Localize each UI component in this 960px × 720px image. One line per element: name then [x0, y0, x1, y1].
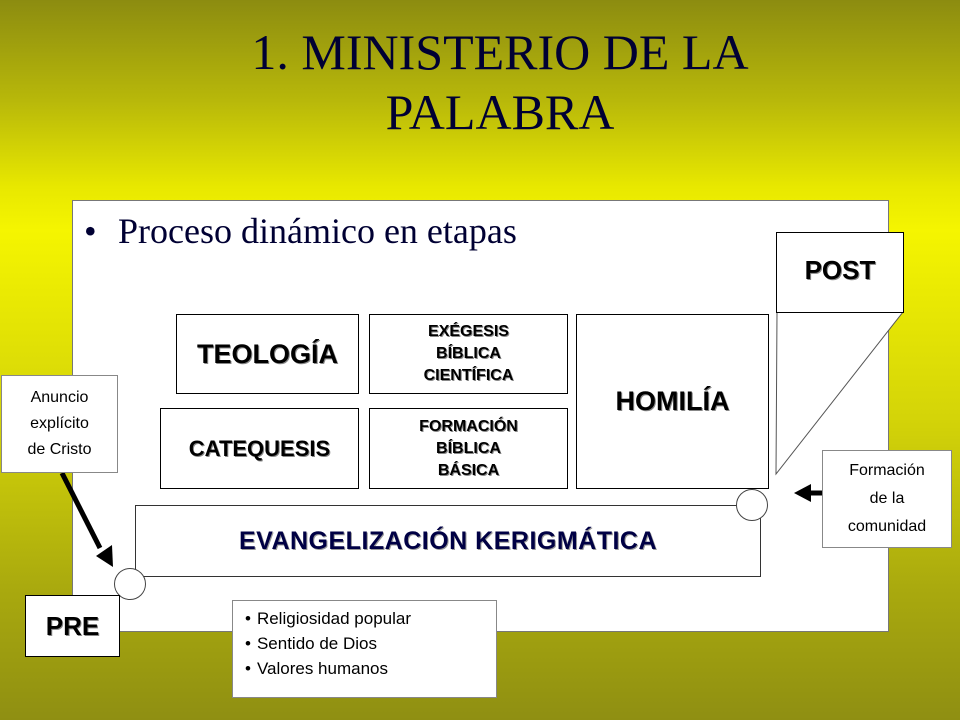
- anuncio-line-2: explícito: [30, 415, 89, 432]
- formacion-arrow-head-icon: [794, 484, 811, 502]
- title-line-1: 1. MINISTERIO DE LA: [251, 24, 749, 80]
- pre-list-box: Religiosidad popular Sentido de Dios Val…: [232, 600, 497, 698]
- exegesis-line-1: EXÉGESIS: [428, 323, 509, 340]
- catequesis-box: CATEQUESIS: [160, 408, 359, 489]
- bullet-text: Proceso dinámico en etapas: [118, 211, 517, 251]
- anuncio-line-1: Anuncio: [30, 389, 89, 406]
- pre-box: PRE: [25, 595, 120, 657]
- bullet-point: • Proceso dinámico en etapas: [84, 210, 517, 252]
- homilia-label: HOMILÍA: [615, 386, 730, 416]
- slide-title: 1. MINISTERIO DE LA PALABRA: [0, 22, 960, 142]
- formacion-biblica-line-3: BÁSICA: [437, 461, 500, 479]
- formacion-biblica-box: FORMACIÓN BÍBLICA BÁSICA: [369, 408, 568, 489]
- title-line-2: PALABRA: [385, 84, 615, 140]
- teologia-label: TEOLOGÍA: [197, 338, 338, 369]
- catequesis-label: CATEQUESIS: [188, 435, 331, 461]
- pre-marker-circle: [114, 568, 146, 600]
- formacion-biblica-line-1: FORMACIÓN: [419, 417, 518, 435]
- formacion-biblica-line-2: BÍBLICA: [436, 439, 501, 457]
- exegesis-line-2: BÍBLICA: [436, 345, 501, 362]
- formacion-comunidad-line-3: comunidad: [847, 518, 927, 535]
- anuncio-arrow-head-icon: [96, 545, 113, 567]
- anuncio-note: Anuncio explícito de Cristo: [1, 375, 118, 473]
- formacion-comunidad-line-1: Formación: [849, 462, 925, 479]
- anuncio-line-3: de Cristo: [27, 441, 92, 458]
- exegesis-box: EXÉGESIS BÍBLICA CIENTÍFICA: [369, 314, 568, 394]
- formacion-comunidad-note: Formación de la comunidad: [822, 450, 952, 548]
- evangelizacion-label: EVANGELIZACIÓN KERIGMÁTICA: [238, 526, 658, 555]
- post-marker-circle: [736, 489, 768, 521]
- evangelizacion-box: EVANGELIZACIÓN KERIGMÁTICA: [135, 505, 761, 577]
- teologia-box: TEOLOGÍA: [176, 314, 359, 394]
- pre-list-item: Religiosidad popular: [245, 606, 496, 631]
- formacion-comunidad-line-2: de la: [869, 490, 905, 507]
- pre-list-item: Sentido de Dios: [245, 631, 496, 656]
- pre-label: PRE: [45, 610, 100, 641]
- exegesis-line-3: CIENTÍFICA: [423, 367, 514, 384]
- pre-list: Religiosidad popular Sentido de Dios Val…: [245, 606, 496, 681]
- anuncio-arrow-shaft: [59, 471, 103, 550]
- bullet-dot-icon: •: [84, 211, 97, 251]
- pre-list-item: Valores humanos: [245, 656, 496, 681]
- post-box: POST: [776, 232, 904, 313]
- homilia-box: HOMILÍA: [576, 314, 769, 489]
- post-label: POST: [804, 255, 876, 285]
